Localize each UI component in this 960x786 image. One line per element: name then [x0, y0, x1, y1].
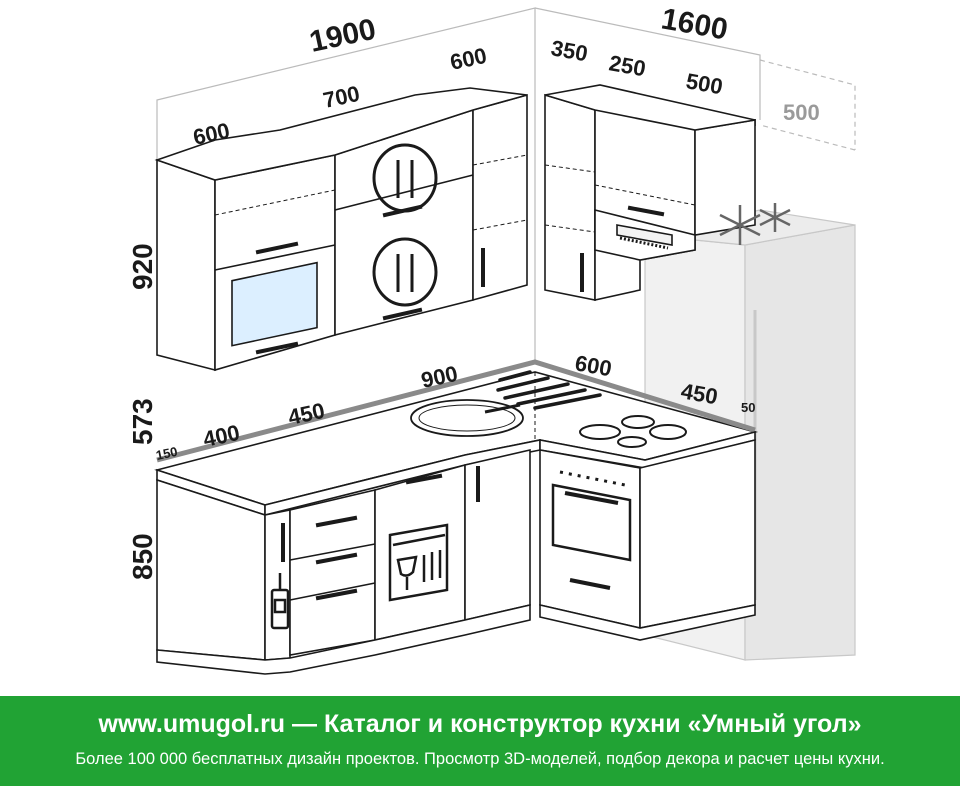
banner-dash: —: [285, 710, 324, 738]
dim-upper-250: 250: [607, 50, 648, 81]
hob-burners: [579, 415, 687, 448]
upper-right-handles: [580, 205, 665, 292]
promo-banner: www.umugol.ru — Каталог и конструктор ку…: [0, 696, 960, 786]
oven-cabinet: [539, 438, 756, 641]
dim-height-gap: 573: [127, 398, 158, 445]
banner-title: Каталог и конструктор кухни «Умный угол»: [323, 710, 862, 738]
dim-upper-500: 500: [684, 68, 725, 99]
dim-base-400: 400: [201, 420, 242, 452]
upper-cabinets-left: [154, 87, 528, 372]
wall-outline: [156, 7, 761, 360]
dim-base-450: 450: [286, 398, 327, 430]
kitchen-diagram: 1900 1600 600 700 600 350 250 500 500 92…: [127, 2, 856, 675]
dim-upper-700: 700: [321, 81, 362, 113]
sink: [410, 399, 524, 437]
dim-fridge-500: 500: [783, 100, 820, 125]
bottle-icon: [270, 573, 290, 630]
dim-side-50: 50: [741, 400, 755, 415]
site-link[interactable]: www.umugol.ru: [98, 710, 286, 738]
dim-top-right-total: 1600: [659, 2, 730, 46]
snowflake-icon: [719, 203, 791, 245]
glass-door-icon: [231, 261, 318, 347]
drain-board: [496, 370, 602, 410]
dim-height-upper: 920: [127, 243, 158, 290]
dim-counter-900: 900: [419, 361, 460, 393]
dim-height-base: 850: [127, 533, 158, 580]
hood: [616, 224, 673, 250]
base-handles: [281, 466, 480, 601]
banner-subtitle: Более 100 000 бесплатных дизайн проектов…: [75, 750, 885, 768]
dim-upper-corner-600: 600: [448, 43, 489, 75]
dishwasher: [388, 523, 449, 602]
dim-top-left-total: 1900: [307, 13, 379, 59]
dim-base-150: 150: [155, 444, 179, 463]
dim-upper-350: 350: [549, 35, 590, 66]
plate-icon: [372, 143, 438, 307]
banner-headline: www.umugol.ru — Каталог и конструктор ку…: [0, 710, 960, 739]
